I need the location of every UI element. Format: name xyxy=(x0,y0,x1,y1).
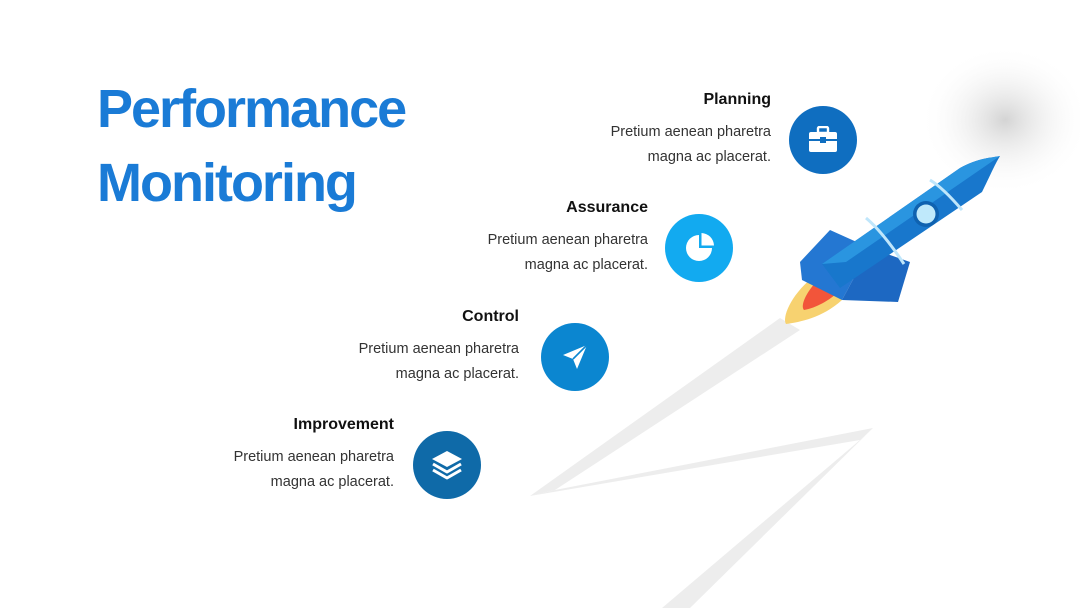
step-heading: Improvement xyxy=(293,416,394,433)
step-description: Pretium aenean pharetra magna ac placera… xyxy=(259,337,519,387)
step-planning: Planning Pretium aenean pharetra magna a… xyxy=(511,90,771,180)
step-description-line: magna ac placerat. xyxy=(524,257,648,273)
step-description-line: magna ac placerat. xyxy=(395,366,519,382)
step-description-line: Pretium aenean pharetra xyxy=(233,449,394,465)
step-description-line: Pretium aenean pharetra xyxy=(358,341,519,357)
step-assurance: Assurance Pretium aenean pharetra magna … xyxy=(388,198,648,288)
rocket-glow xyxy=(920,45,1080,195)
step-control: Control Pretium aenean pharetra magna ac… xyxy=(259,307,519,397)
step-description-line: Pretium aenean pharetra xyxy=(487,232,648,248)
step-description-line: magna ac placerat. xyxy=(647,149,771,165)
step-improvement: Improvement Pretium aenean pharetra magn… xyxy=(134,415,394,505)
step-text: Assurance Pretium aenean pharetra magna … xyxy=(388,198,648,278)
step-description-line: Pretium aenean pharetra xyxy=(610,124,771,140)
step-description: Pretium aenean pharetra magna ac placera… xyxy=(134,445,394,495)
step-description: Pretium aenean pharetra magna ac placera… xyxy=(511,120,771,170)
step-heading: Control xyxy=(462,308,519,325)
step-text: Control Pretium aenean pharetra magna ac… xyxy=(259,307,519,387)
briefcase-icon xyxy=(789,106,857,174)
rocket-illustration xyxy=(785,156,1000,324)
step-description-line: magna ac placerat. xyxy=(270,474,394,490)
layers-icon xyxy=(413,431,481,499)
step-description: Pretium aenean pharetra magna ac placera… xyxy=(388,228,648,278)
step-text: Planning Pretium aenean pharetra magna a… xyxy=(511,90,771,170)
title-line-2: Monitoring xyxy=(97,153,358,213)
page-title: Performance Monitoring xyxy=(97,72,407,220)
paper-plane-icon xyxy=(541,323,609,391)
pie-chart-icon xyxy=(665,214,733,282)
title-line-1: Performance xyxy=(97,79,407,139)
step-heading: Assurance xyxy=(566,199,648,216)
step-heading: Planning xyxy=(703,91,771,108)
step-text: Improvement Pretium aenean pharetra magn… xyxy=(134,415,394,495)
